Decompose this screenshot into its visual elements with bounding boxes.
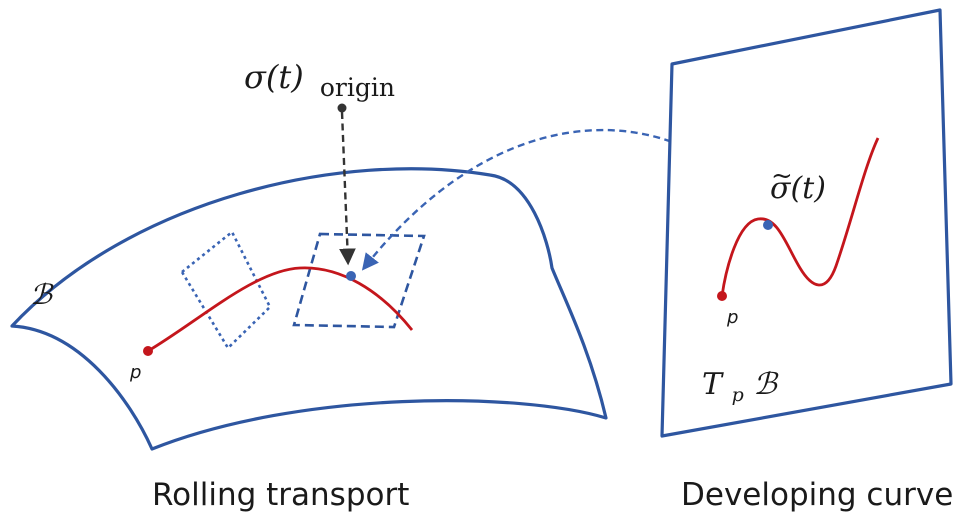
tangent-space-label: T p ℬ (702, 367, 779, 409)
developed-point-p (717, 291, 727, 301)
tilde-mark: ~ (771, 161, 793, 191)
mapping-arrow (361, 128, 754, 271)
manifold-curve-point (346, 271, 356, 281)
developed-curve (720, 137, 880, 297)
tangent-plane (660, 8, 953, 438)
tangent-space-sub: p (732, 384, 744, 406)
point-p-left-label: p (129, 362, 141, 383)
caption-left: Rolling transport (152, 477, 409, 513)
developed-curve-point (763, 220, 773, 230)
manifold-surface (10, 167, 608, 451)
tangent-space-B: ℬ (753, 367, 779, 402)
sigma-t-text: σ(t) (244, 58, 304, 96)
caption-right: Developing curve (681, 477, 953, 513)
point-p-right-label: p (726, 307, 738, 328)
dotted-tangent-square (180, 229, 272, 351)
dashed-tangent-parallelogram (292, 232, 426, 329)
origin-subscript: origin (320, 73, 395, 102)
sigma-origin-label: σ(t) origin (244, 58, 395, 102)
origin-arrow (339, 111, 356, 266)
sigma-tilde-label: σ(t) (770, 171, 826, 206)
manifold-curve (147, 266, 414, 353)
origin-marker (337, 103, 347, 113)
manifold-label: ℬ (30, 278, 54, 311)
manifold-point-p (143, 346, 153, 356)
tangent-space-T: T (702, 367, 724, 402)
manifold-outline (10, 167, 608, 451)
